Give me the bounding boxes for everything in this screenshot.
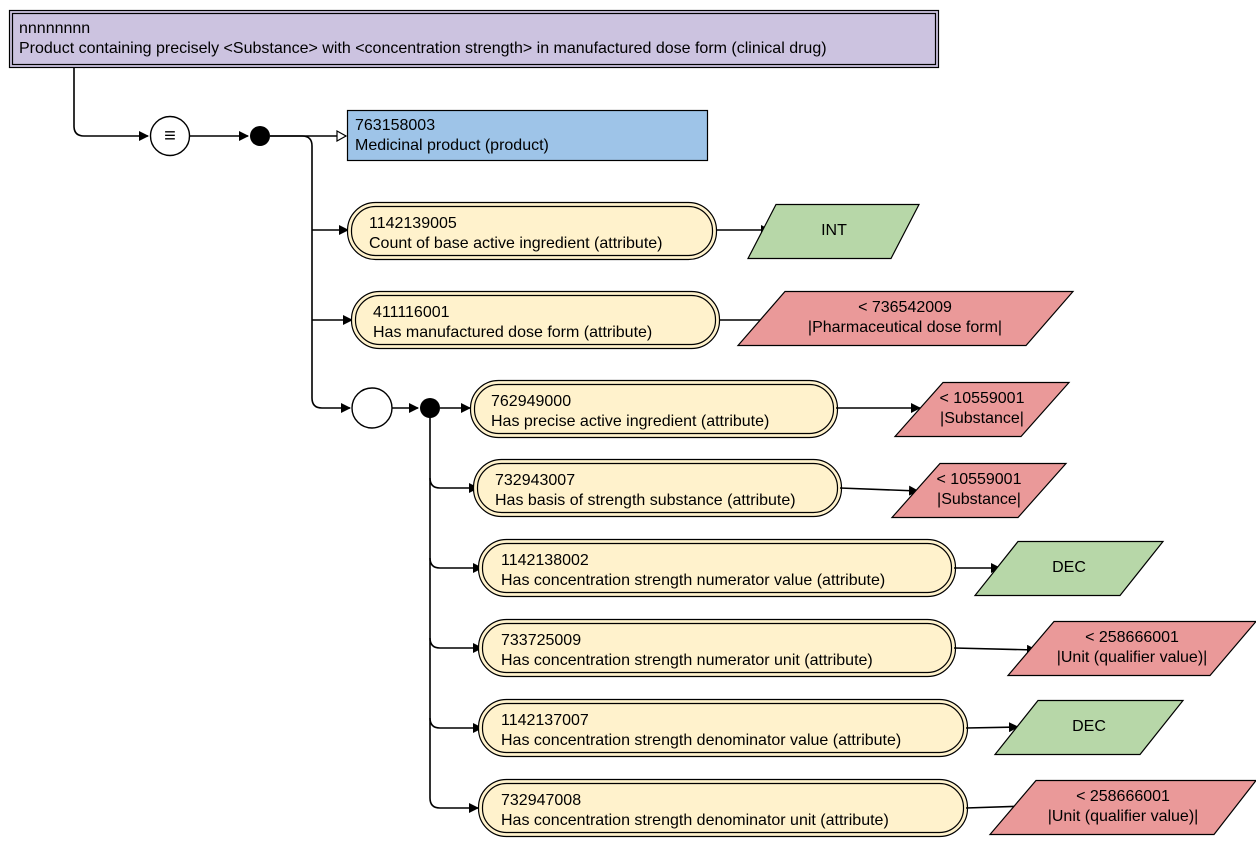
value-int-shape [747,203,920,260]
attribute-label: Has precise active ingredient (attribute… [491,413,770,430]
focus-concept-text: 763158003 Medicinal product (product) [355,116,549,156]
attribute-group-circle [351,387,393,429]
attribute-label: Count of base active ingredient (attribu… [369,235,663,252]
value-line: < 10559001 [936,471,1022,488]
attribute-1114139005-shape [346,201,718,261]
group-attribute-1-text: 762949000 Has precise active ingredient … [491,392,769,432]
attribute-label: Has manufactured dose form (attribute) [373,324,653,341]
value-line: INT [821,222,847,239]
attribute-code: 762949000 [491,393,572,410]
value-dec-2-shape [993,699,1185,756]
attribute-762949000-shape [469,379,839,439]
group-value-2-text: < 10559001 |Substance| [909,470,1049,510]
definition-status-circle [149,115,191,157]
attribute-code: 732943007 [495,472,576,489]
attribute-label: Has concentration strength denominator v… [501,732,902,749]
group-connector-2 [429,477,479,493]
attribute-code: 1142139005 [369,215,457,232]
value-unit-2-shape [988,779,1256,836]
value-line: |Substance| [940,410,1024,427]
attribute-code: 732947008 [501,792,582,809]
group-value-4-text: < 258666001 |Unit (qualifier value)| [1022,628,1242,668]
value-line: |Substance| [937,491,1021,508]
header-box [8,9,940,69]
value-dec-1-shape [973,540,1165,597]
attribute-label: Has concentration strength denominator u… [501,812,889,829]
value-substance-1-shape [893,381,1071,438]
value-dose-form-shape [736,290,1075,347]
group-value-connector-5 [965,722,1019,733]
group-connector-3 [429,557,483,573]
group-attribute-6-text: 732947008 Has concentration strength den… [501,791,889,831]
value-dose-form-text: < 736542009 |Pharmaceutical dose form| [760,298,1050,338]
group-attribute-5-text: 1142137007 Has concentration strength de… [501,711,901,751]
group-trunk [429,408,479,813]
attribute-1142137007-shape [477,698,969,758]
group-connector-5 [429,717,483,733]
value-unit-1-shape [1006,620,1256,677]
value-line: < 258666001 [1076,788,1170,805]
header-label: Product containing precisely <Substance>… [19,40,827,57]
value-int-text: INT [760,221,908,241]
attribute-code: 733725009 [501,632,582,649]
value-line: DEC [1072,718,1106,735]
header-text: nnnnnnnn Product containing precisely <S… [19,19,827,59]
focus-concept-code: 763158003 [355,117,436,134]
group-value-connector-4 [953,644,1037,655]
value-line: |Unit (qualifier value)| [1056,649,1208,666]
attribute-code: 1142138002 [501,552,589,569]
value-line: < 10559001 [939,390,1025,407]
group-attribute-2-text: 732943007 Has basis of strength substanc… [495,471,796,511]
attribute-1142138002-shape [477,538,957,598]
attribute-label: Has concentration strength numerator uni… [501,652,873,669]
group-connector-4 [429,637,483,653]
attribute-code: 1142137007 [501,712,589,729]
attribute-label: Has basis of strength substance (attribu… [495,492,796,509]
focus-concept-box [346,109,709,162]
group-attribute-3-text: 1142138002 Has concentration strength nu… [501,551,885,591]
value-line: < 736542009 [858,299,952,316]
group-attribute-4-text: 733725009 Has concentration strength num… [501,631,873,671]
header-code: nnnnnnnn [19,20,91,37]
group-value-3-text: DEC [995,558,1143,578]
value-line: DEC [1052,559,1086,576]
main-trunk [270,135,351,413]
group-value-5-text: DEC [1015,717,1163,737]
attribute-1-text: 1142139005 Count of base active ingredie… [369,214,663,254]
value-line: |Unit (qualifier value)| [1047,808,1199,825]
attribute-2-text: 411116001 Has manufactured dose form (at… [373,303,652,343]
focus-concept-label: Medicinal product (product) [355,137,549,154]
group-value-6-text: < 258666001 |Unit (qualifier value)| [1012,787,1234,827]
group-value-1-text: < 10559001 |Substance| [912,389,1052,429]
value-line: < 258666001 [1085,629,1179,646]
attribute-code: 411116001 [373,304,450,321]
conjunction-dot [250,126,270,146]
header-connector [73,67,149,141]
group-value-connector-2 [839,485,919,496]
attribute-732943007-shape [472,458,843,518]
attribute-733725009-shape [477,618,957,678]
value-line: |Pharmaceutical dose form| [807,319,1003,336]
definition-status-symbol: ≡ [164,125,176,147]
attribute-label: Has concentration strength numerator val… [501,572,886,589]
value-substance-2-shape [890,462,1068,519]
